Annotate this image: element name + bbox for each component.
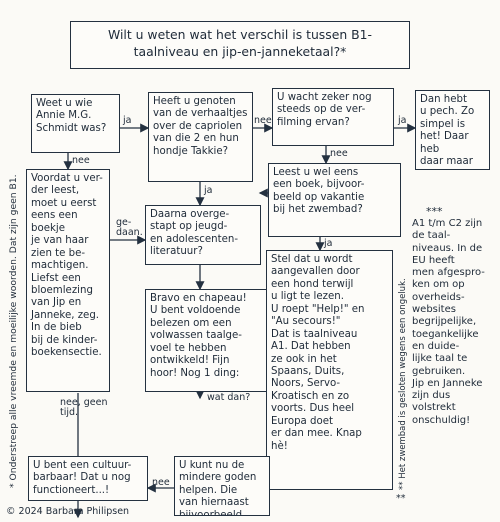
label-ja-3: ja <box>204 185 213 196</box>
box-verfilming: U wacht zeker nog steeds op de ver- film… <box>272 88 394 146</box>
box-mindere-goden: U kunt nu de mindere goden helpen. Die v… <box>174 456 270 516</box>
legend-stars: *** <box>426 205 443 218</box>
legend-text: A1 t/m C2 zijn de taal- niveaus. In de E… <box>412 218 485 426</box>
label-double-star: ** <box>396 493 406 504</box>
side-note-right: ** Het zwembad is gesloten wegens een on… <box>398 278 408 490</box>
box-cultuurbarbaar: U bent een cultuur- barbaar! Dat u nog f… <box>28 456 148 501</box>
box-annie-schmidt: Weet u wie Annie M.G. Schmidt was? <box>31 94 120 153</box>
copyright: © 2024 Barbara Philipsen <box>6 506 130 517</box>
box-genoten: Heeft u genoten van de verhaaltjes over … <box>148 92 253 182</box>
label-nee-4: nee <box>152 477 170 488</box>
label-nee-1: nee <box>254 115 272 126</box>
box-bravo: Bravo en chapeau! U bent voldoende belez… <box>145 289 267 392</box>
label-ge-daan: ge- daan. <box>116 217 143 239</box>
box-pech: Dan hebt u pech. Zo simpel is het! Daar … <box>415 90 490 170</box>
label-ja-4: ja <box>324 238 333 249</box>
box-stel: Stel dat u wordt aangevallen door een ho… <box>266 250 393 490</box>
label-nee-geen-tijd: nee, geen tijd. <box>60 397 108 419</box>
box-voordat: Voordat u ver- der leest, moet u eerst e… <box>26 169 110 392</box>
label-ja-2: ja <box>398 115 407 126</box>
box-daarna: Daarna overge- stapt op jeugd- en adoles… <box>145 205 261 265</box>
box-boek: Leest u wel eens een boek, bijvoor- beel… <box>268 163 401 237</box>
title-box: Wilt u weten wat het verschil is tussen … <box>70 21 410 69</box>
label-nee-3: nee <box>330 148 348 159</box>
label-wat-dan: wat dan? <box>207 392 251 403</box>
label-nee-2: nee <box>72 155 90 166</box>
label-ja-1: ja <box>123 115 132 126</box>
side-note-left: * Onderstreep alle vreemde en moeilijke … <box>8 174 19 488</box>
